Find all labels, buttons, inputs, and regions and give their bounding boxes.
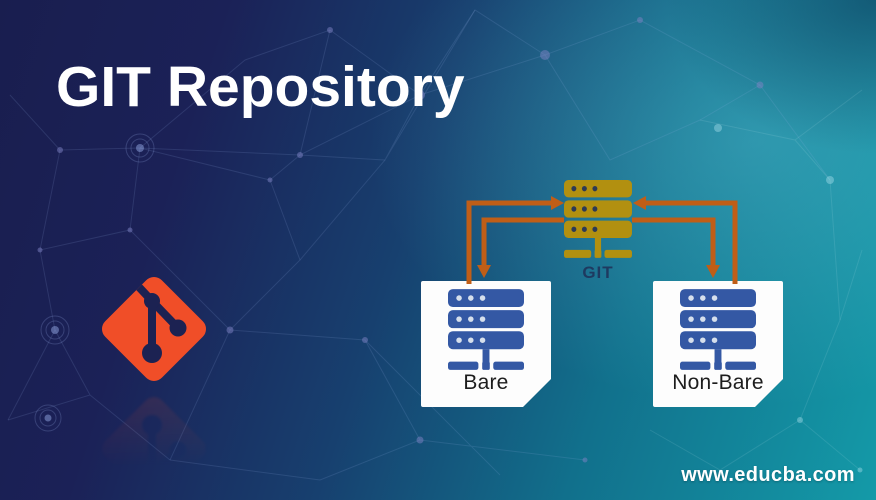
bare-label: Bare bbox=[463, 371, 509, 394]
server-stack-icon bbox=[448, 289, 524, 370]
bare-repo-card: Bare bbox=[421, 281, 551, 407]
server-stack-icon bbox=[680, 289, 756, 370]
website-url: www.educba.com bbox=[681, 464, 855, 486]
page-title: GIT Repository bbox=[56, 55, 465, 119]
git-logo-reflection bbox=[96, 391, 212, 500]
git-node-label: GIT bbox=[582, 263, 614, 282]
git-logo-icon bbox=[96, 271, 212, 387]
nonbare-label: Non-Bare bbox=[672, 371, 764, 394]
nonbare-repo-card: Non-Bare bbox=[653, 281, 783, 407]
